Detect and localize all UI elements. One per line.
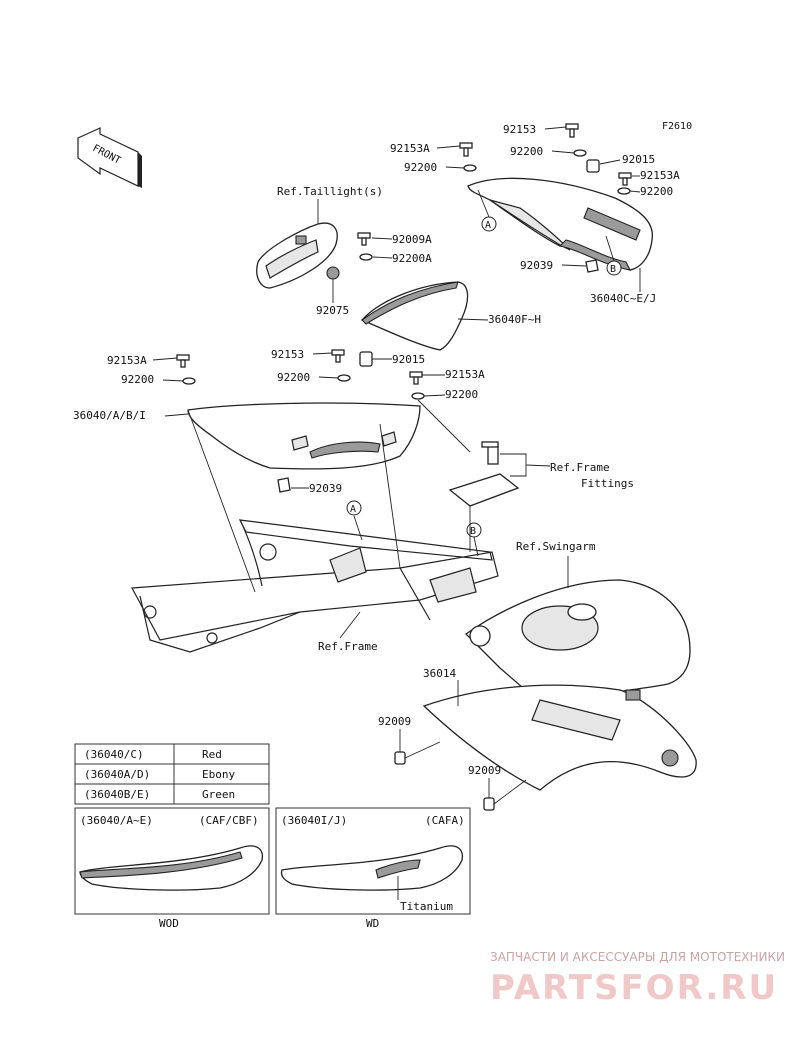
label-92039-top: 92039 — [520, 259, 553, 272]
bolt-92009-right — [483, 779, 527, 811]
washer-92200-mid-right — [411, 392, 425, 400]
washer-92200-left — [182, 377, 196, 385]
color-table-color-1: Red — [202, 748, 222, 761]
label-92200-top-left: 92200 — [404, 161, 437, 174]
label-ref-frame-fittings-1: Ref.Frame — [550, 461, 610, 474]
collar-92015-top — [586, 159, 600, 173]
svg-text:B: B — [610, 264, 616, 275]
label-ref-frame-fittings-2: Fittings — [581, 477, 634, 490]
label-92153A-top: 92153A — [390, 142, 430, 155]
label-36040C-EJ: 36040C~E/J — [590, 292, 656, 305]
figure-code: F2610 — [662, 121, 692, 132]
label-ref-frame: Ref.Frame — [318, 640, 378, 653]
collar-92015-mid — [359, 351, 373, 367]
label-36040F-H: 36040F~H — [488, 313, 541, 326]
frame-fittings-ref — [448, 441, 520, 507]
label-92153A-right: 92153A — [640, 169, 680, 182]
seat-cover-36040F-H — [360, 281, 469, 351]
label-92015-mid: 92015 — [392, 353, 425, 366]
watermark-brand: PARTSFOR.RU — [490, 968, 778, 1008]
callout-a-top: A — [477, 189, 497, 232]
fastener-92153A-mid — [409, 371, 423, 385]
label-92200-left: 92200 — [121, 373, 154, 386]
variant-wod-models: (CAF/CBF) — [199, 814, 259, 827]
fastener-92009A — [357, 232, 371, 246]
label-36040-ABI: 36040/A/B/I — [73, 409, 146, 422]
label-ref-taillight: Ref.Taillight(s) — [277, 185, 383, 198]
front-arrow-icon: FRONT — [77, 127, 142, 188]
label-92200-top: 92200 — [510, 145, 543, 158]
fastener-92153-top — [565, 123, 579, 138]
side-cover-36040-ABI — [187, 402, 421, 470]
washer-92200-top — [573, 149, 587, 157]
label-92075: 92075 — [316, 304, 349, 317]
callout-b-frame: B — [466, 522, 482, 557]
label-92009-right: 92009 — [468, 764, 501, 777]
label-ref-swingarm: Ref.Swingarm — [516, 540, 596, 553]
fastener-92153A-right — [618, 172, 632, 186]
color-table-code-3: (36040B/E) — [84, 788, 150, 801]
variant-wd-caption: WD — [366, 917, 379, 930]
washer-92200-mid — [337, 374, 351, 382]
label-92153-mid: 92153 — [271, 348, 304, 361]
taillight-ref — [256, 222, 338, 289]
frame-ref — [131, 519, 499, 653]
callout-a-frame: A — [346, 500, 363, 541]
callout-b-top: B — [605, 235, 622, 276]
fastener-92153A-top — [459, 142, 473, 157]
variant-box-wod: (36040/A~E) (CAF/CBF) WOD — [74, 807, 270, 930]
seat-cowl-36040C-EJ — [467, 177, 653, 271]
swingarm-ref — [464, 579, 691, 721]
variant-wod-caption: WOD — [159, 917, 179, 930]
fastener-92153A-left — [176, 354, 190, 368]
label-92153A-mid: 92153A — [445, 368, 485, 381]
variant-box-wd: (36040I/J) (CAFA) Titanium WD — [275, 807, 471, 930]
variant-wd-code: (36040I/J) — [281, 814, 347, 827]
variant-wd-note: Titanium — [400, 900, 453, 913]
label-92009A: 92009A — [392, 233, 432, 246]
fastener-92153-mid — [331, 349, 345, 363]
label-92200-mid-right: 92200 — [445, 388, 478, 401]
svg-text:B: B — [470, 526, 476, 537]
label-92153-top: 92153 — [503, 123, 536, 136]
color-table: (36040/C) Red (36040A/D) Ebony (36040B/E… — [74, 743, 270, 805]
bolt-92009-left — [394, 741, 441, 765]
nut-92039-top — [585, 259, 599, 273]
grommet-92075 — [326, 266, 340, 280]
color-table-code-1: (36040/C) — [84, 748, 144, 761]
color-table-color-3: Green — [202, 788, 235, 801]
label-92200-right: 92200 — [640, 185, 673, 198]
svg-text:A: A — [485, 220, 491, 231]
washer-92200A — [359, 253, 373, 261]
nut-92039-mid — [277, 477, 291, 493]
label-36014: 36014 — [423, 667, 456, 680]
washer-92200-top-left — [463, 164, 477, 172]
variant-wod-code: (36040/A~E) — [80, 814, 153, 827]
watermark-tagline: ЗАПЧАСТИ И АКСЕССУАРЫ ДЛЯ МОТОТЕХНИКИ — [490, 950, 785, 964]
color-table-color-2: Ebony — [202, 768, 235, 781]
label-92200-mid: 92200 — [277, 371, 310, 384]
chain-cover-36014 — [422, 684, 697, 791]
variant-wd-models: (CAFA) — [425, 814, 465, 827]
color-table-code-2: (36040A/D) — [84, 768, 150, 781]
washer-92200-right — [617, 187, 631, 195]
svg-text:A: A — [350, 504, 356, 515]
label-92200A: 92200A — [392, 252, 432, 265]
label-92039-mid: 92039 — [309, 482, 342, 495]
label-92015-top: 92015 — [622, 153, 655, 166]
label-92009-left: 92009 — [378, 715, 411, 728]
label-92153A-left: 92153A — [107, 354, 147, 367]
